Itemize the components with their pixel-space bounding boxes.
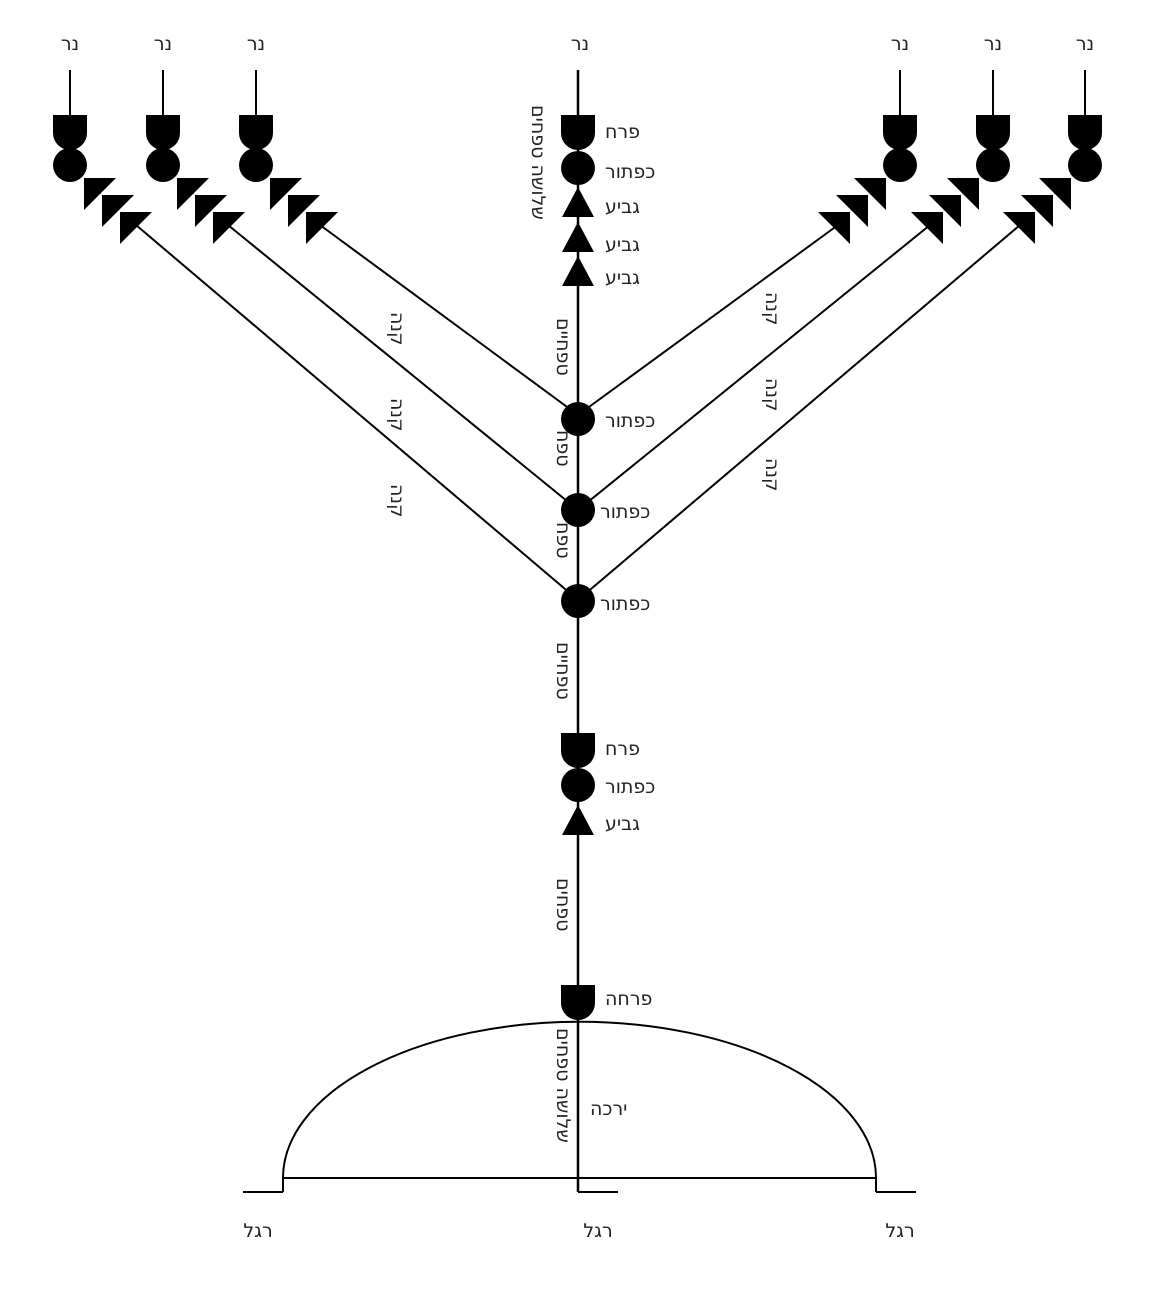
knob-icon: [239, 148, 273, 182]
knob-icon: [561, 768, 595, 802]
cup-icon: [120, 212, 152, 244]
cup-icon: [947, 178, 979, 210]
tefach-label: טפח: [552, 522, 574, 559]
flower-icon: [1068, 115, 1102, 150]
branch-left: [319, 224, 579, 416]
kaftor-label: כפתור: [605, 161, 655, 183]
knob-icon: [1068, 148, 1102, 182]
gevia-label: גביע: [605, 196, 640, 218]
cup-icon: [1003, 212, 1035, 244]
cup-icon: [562, 805, 594, 835]
ner-label: נר: [571, 33, 589, 55]
flower-icon: [976, 115, 1010, 150]
regel-label: רגל: [243, 1220, 272, 1242]
flower-icon: [561, 985, 595, 1020]
knob-icon: [561, 493, 595, 527]
cup-icon: [177, 178, 209, 210]
flower-icon: [561, 115, 595, 150]
cup-icon: [1021, 195, 1053, 227]
tefachayim-label: טפחיים: [552, 318, 574, 376]
menorah-labels: נר נר נר נר נר נר נר פרח כפתור גביע גביע…: [61, 33, 1094, 1242]
tefach-label: טפח: [552, 430, 574, 467]
flower-icon: [883, 115, 917, 150]
ner-label: נר: [1076, 33, 1094, 55]
branch-right: [577, 224, 839, 416]
menorah-shapes: [53, 70, 1102, 1193]
knob-icon: [561, 584, 595, 618]
cup-icon: [854, 178, 886, 210]
tefachayim-label: טפחיים: [552, 642, 574, 700]
ner-label: נר: [984, 33, 1002, 55]
kaneh-label: קנה: [761, 378, 783, 412]
cup-icon: [195, 195, 227, 227]
knob-icon: [146, 148, 180, 182]
cup-icon: [102, 195, 134, 227]
ner-label: נר: [891, 33, 909, 55]
ner-label: נר: [61, 33, 79, 55]
branch-right: [577, 224, 931, 511]
cup-icon: [270, 178, 302, 210]
cup-icon: [1039, 178, 1071, 210]
cup-icon: [562, 256, 594, 286]
knob-icon: [53, 148, 87, 182]
kaftor-label: כפתור: [600, 593, 650, 615]
kaftor-label: כפתור: [605, 410, 655, 432]
perach-label: פרח: [605, 121, 640, 143]
tefachim-label: טפחים: [552, 878, 574, 931]
cup-icon: [288, 195, 320, 227]
knob-icon: [883, 148, 917, 182]
branch-left: [135, 224, 579, 601]
branch-left: [227, 224, 579, 511]
pircha-label: פרחה: [605, 988, 652, 1010]
cup-icon: [562, 187, 594, 217]
cup-icon: [836, 195, 868, 227]
branch-right: [577, 224, 1021, 601]
gevia-label: גביע: [605, 267, 640, 289]
kaftor-label: כפתור: [600, 501, 650, 523]
cup-icon: [306, 212, 338, 244]
knob-icon: [561, 402, 595, 436]
regel-label: רגל: [885, 1220, 914, 1242]
kaneh-label: קנה: [386, 312, 408, 346]
cup-icon: [911, 212, 943, 244]
knob-icon: [976, 148, 1010, 182]
perach-label: פרח: [605, 738, 640, 760]
knob-icon: [561, 151, 595, 185]
regel-label: רגל: [583, 1220, 612, 1242]
cup-icon: [213, 212, 245, 244]
cup-icon: [562, 222, 594, 252]
cup-icon: [818, 212, 850, 244]
base-arc: [282, 1020, 877, 1179]
kaneh-label: קנה: [386, 484, 408, 518]
three-tefachim-label: שלושה טפחים: [552, 1028, 574, 1143]
ner-label: נר: [247, 33, 265, 55]
kaftor-label: כפתור: [605, 776, 655, 798]
flower-icon: [561, 733, 595, 768]
ner-label: נר: [154, 33, 172, 55]
kaneh-label: קנה: [761, 458, 783, 492]
flower-icon: [239, 115, 273, 150]
flower-icon: [146, 115, 180, 150]
cup-icon: [929, 195, 961, 227]
gevia-label: גביע: [605, 234, 640, 256]
gevia-label: גביע: [605, 813, 640, 835]
yerecha-label: ירכה: [590, 1098, 627, 1120]
three-tefachim-label: שלושה טפחים: [527, 105, 549, 220]
cup-icon: [84, 178, 116, 210]
kaneh-label: קנה: [386, 398, 408, 432]
flower-icon: [53, 115, 87, 150]
kaneh-label: קנה: [761, 292, 783, 326]
